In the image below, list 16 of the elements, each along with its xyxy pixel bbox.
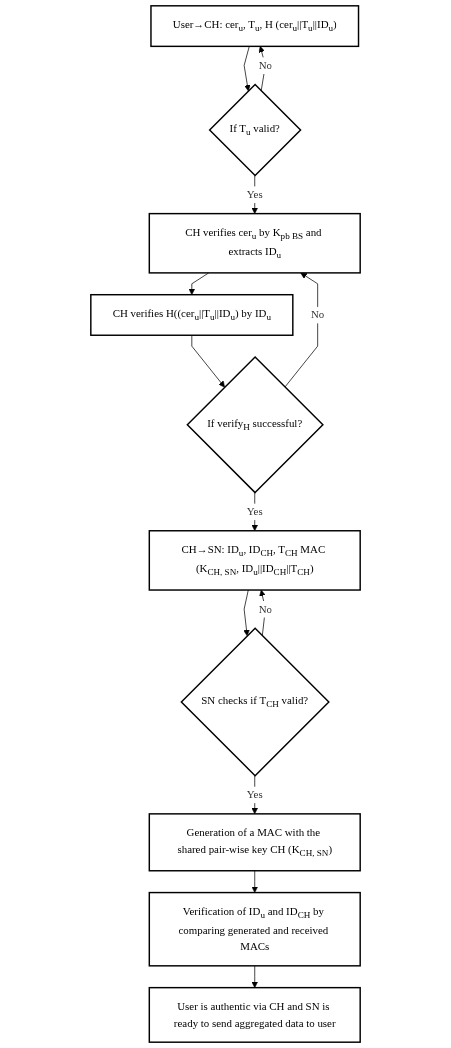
edge-label: Yes [246, 188, 263, 201]
node-box: User→CH: cer$_{u}$, T$_{u}$, H (cer$_{u}$||T$_{u}$||ID$_{u}$) [150, 5, 360, 48]
node-box: CH verifies H((cer$_{u}$||T$_{u}$||ID$_{u}$) by ID$_{u}$ [90, 293, 294, 336]
node-box: CH→SN: ID$_{u}$, ID$_{CH}$, T$_{CH}$ MAC (K$_{CH, SN}$, ID$_{u}$||ID$_{CH}$||T$_{CH}$) [148, 530, 361, 591]
node-box: CH verifies cer$_{u}$ by K$_{pb BS}$ and extracts ID$_{u}$ [148, 212, 361, 274]
node-box: User is authentic via CH and SN is ready to send aggregated data to user [148, 986, 361, 1043]
edge-label: Yes [246, 788, 263, 801]
node-diamond: SN checks if T$_{CH}$ valid? [180, 627, 330, 777]
edge-label: No [258, 603, 273, 615]
node-box: Generation of a MAC with the shared pair-wise key CH (K$_{CH, SN}$) [148, 813, 361, 872]
node-diamond: If verify$_{H}$ successful? [186, 356, 324, 494]
edge-label: Yes [246, 505, 263, 518]
node-box: Verification of ID$_{u}$ and ID$_{CH}$ by comparing generated and received MACs [148, 891, 361, 967]
edge-label: No [258, 59, 273, 72]
node-diamond: If T$_{u}$ valid? [208, 83, 302, 177]
edge-label: No [311, 308, 325, 321]
